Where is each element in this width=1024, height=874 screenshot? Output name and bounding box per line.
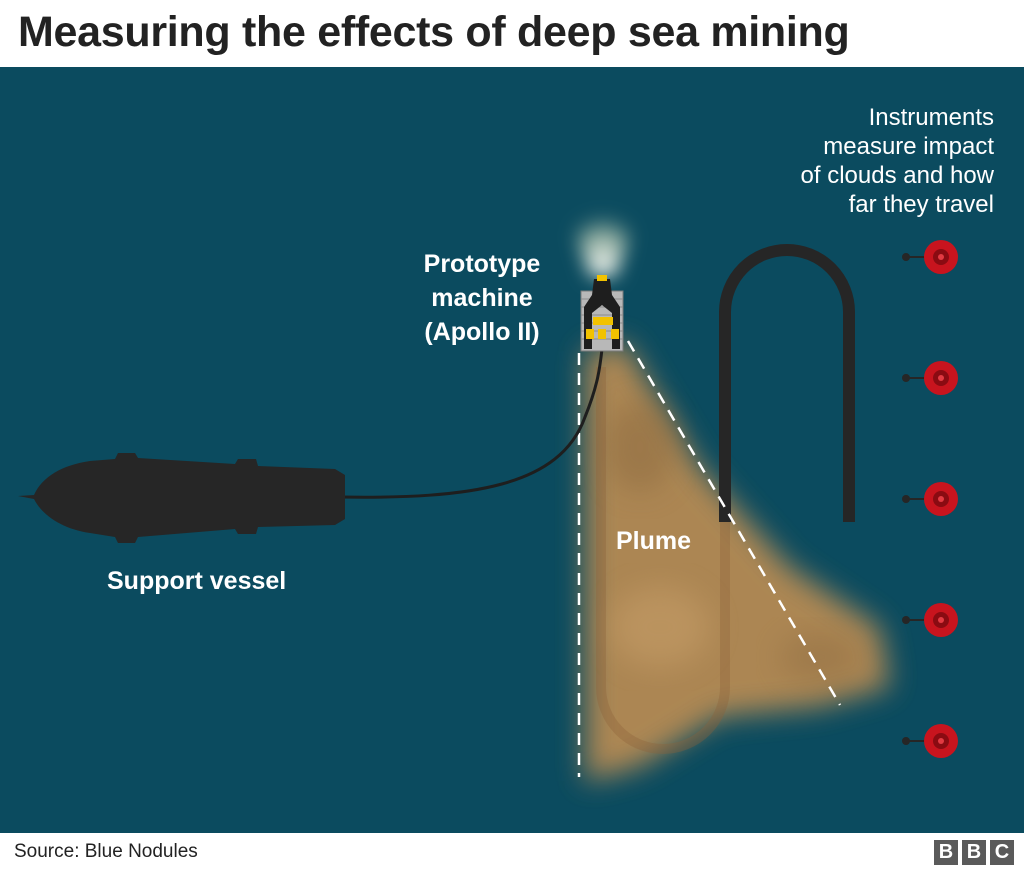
instruments-label: Instruments measure impact of clouds and…	[694, 103, 994, 219]
instrument-sensor-icon	[902, 240, 958, 274]
diagram-svg	[18, 203, 958, 782]
instrument-sensor-icon	[902, 482, 958, 516]
source-note: Source: Blue Nodules	[14, 841, 198, 862]
bbc-logo-letter: B	[934, 840, 958, 865]
machine-label-line: Prototype	[423, 250, 541, 278]
prototype-machine-icon	[580, 275, 624, 352]
instrument-sensor-icon	[902, 361, 958, 395]
bbc-logo-letter: C	[990, 840, 1014, 865]
plume-cloud	[585, 342, 890, 782]
instrument-sensor-icon	[902, 724, 958, 758]
plume-boundary-right	[626, 340, 842, 706]
support-vessel-icon	[18, 453, 345, 543]
loop-path-faded	[596, 367, 730, 754]
instrument-sensor-icon	[902, 603, 958, 637]
instruments-label-line: far they travel	[848, 191, 994, 218]
instruments-label-line: of clouds and how	[800, 162, 994, 189]
bbc-logo-letter: B	[962, 840, 986, 865]
instruments	[902, 240, 958, 758]
machine-label-line: (Apollo II)	[424, 318, 540, 346]
machine-label: Prototype machine (Apollo II)	[392, 247, 572, 349]
page-title: Measuring the effects of deep sea mining	[18, 8, 850, 56]
instruments-label-line: Instruments	[868, 104, 994, 131]
bbc-logo: B B C	[934, 840, 1014, 865]
loop-path	[719, 244, 855, 522]
plume-label: Plume	[616, 527, 692, 555]
machine-label-line: machine	[431, 284, 533, 312]
instruments-label-line: measure impact	[823, 133, 994, 160]
light-beam	[572, 203, 634, 277]
sea-scene: Prototype machine (Apollo II) Support ve…	[0, 67, 1024, 833]
tether-cable	[339, 348, 604, 499]
vessel-label: Support vessel	[107, 567, 287, 595]
